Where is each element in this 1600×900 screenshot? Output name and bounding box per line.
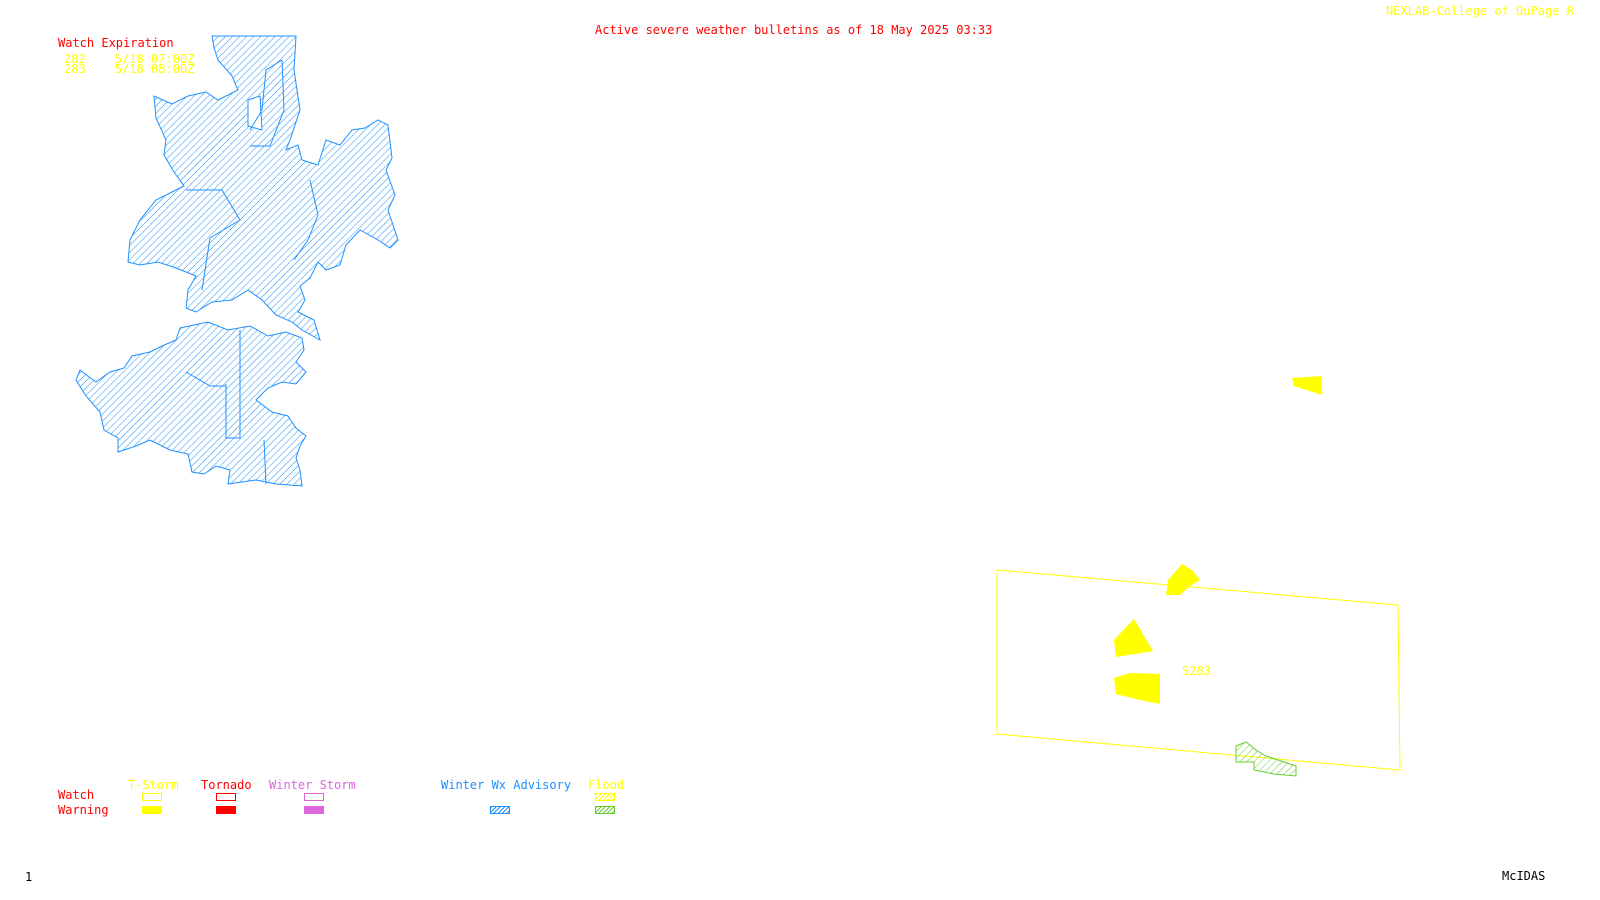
legend-category-tstorm: T-Storm xyxy=(128,778,179,792)
legend-category-winter-advisory: Winter Wx Advisory xyxy=(441,778,572,792)
legend-swatch-flood-warning xyxy=(595,806,615,814)
tstorm-warning-middle xyxy=(1114,619,1153,657)
credit-label: NEXLAB-College of DuPage R xyxy=(1386,4,1574,18)
legend-row-label-watch: Watch xyxy=(58,788,95,802)
software-label: McIDAS xyxy=(1502,869,1546,883)
legend-swatch-tornado-warning xyxy=(216,806,236,814)
watch-box-label: S283 xyxy=(1182,664,1211,678)
watch-expiration-row: 282 5/18 07:00Z xyxy=(64,53,194,65)
legend-category-winter-storm: Winter Storm xyxy=(269,778,356,792)
legend-swatch-winter-storm-watch xyxy=(304,793,324,801)
legend-swatch-flood-watch xyxy=(595,793,615,801)
tstorm-warning-isolated xyxy=(1292,376,1322,395)
flood-warning-area xyxy=(1235,741,1297,777)
watch-expiry-time: 5/18 07:00Z xyxy=(114,52,195,66)
winter-advisory-area-south xyxy=(75,321,307,487)
tstorm-warning-top xyxy=(1166,564,1200,595)
legend-swatch-winter-storm-warning xyxy=(304,806,324,814)
watch-expiration-row: 283 5/18 08:00Z xyxy=(64,63,194,75)
page-title: Active severe weather bulletins as of 18… xyxy=(595,23,993,37)
watch-expiry-time: 5/18 08:00Z xyxy=(114,62,195,76)
watch-box-283 xyxy=(996,569,1401,771)
legend-category-flood: Flood xyxy=(588,778,625,792)
legend-swatch-tstorm-watch xyxy=(142,793,162,801)
watch-id: 282 xyxy=(64,52,86,66)
legend-row-label-warning: Warning xyxy=(58,803,109,817)
legend-swatch-winter-advisory xyxy=(490,806,510,814)
tstorm-warning-bottom xyxy=(1114,673,1160,704)
legend-swatch-tornado-watch xyxy=(216,793,236,801)
legend-category-tornado: Tornado xyxy=(201,778,252,792)
watch-id: 283 xyxy=(64,62,86,76)
watch-expiration-heading: Watch Expiration xyxy=(58,36,174,50)
frame-number: 1 xyxy=(25,870,33,884)
winter-advisory-area-north xyxy=(127,35,399,342)
legend-swatch-tstorm-warning xyxy=(142,806,162,814)
